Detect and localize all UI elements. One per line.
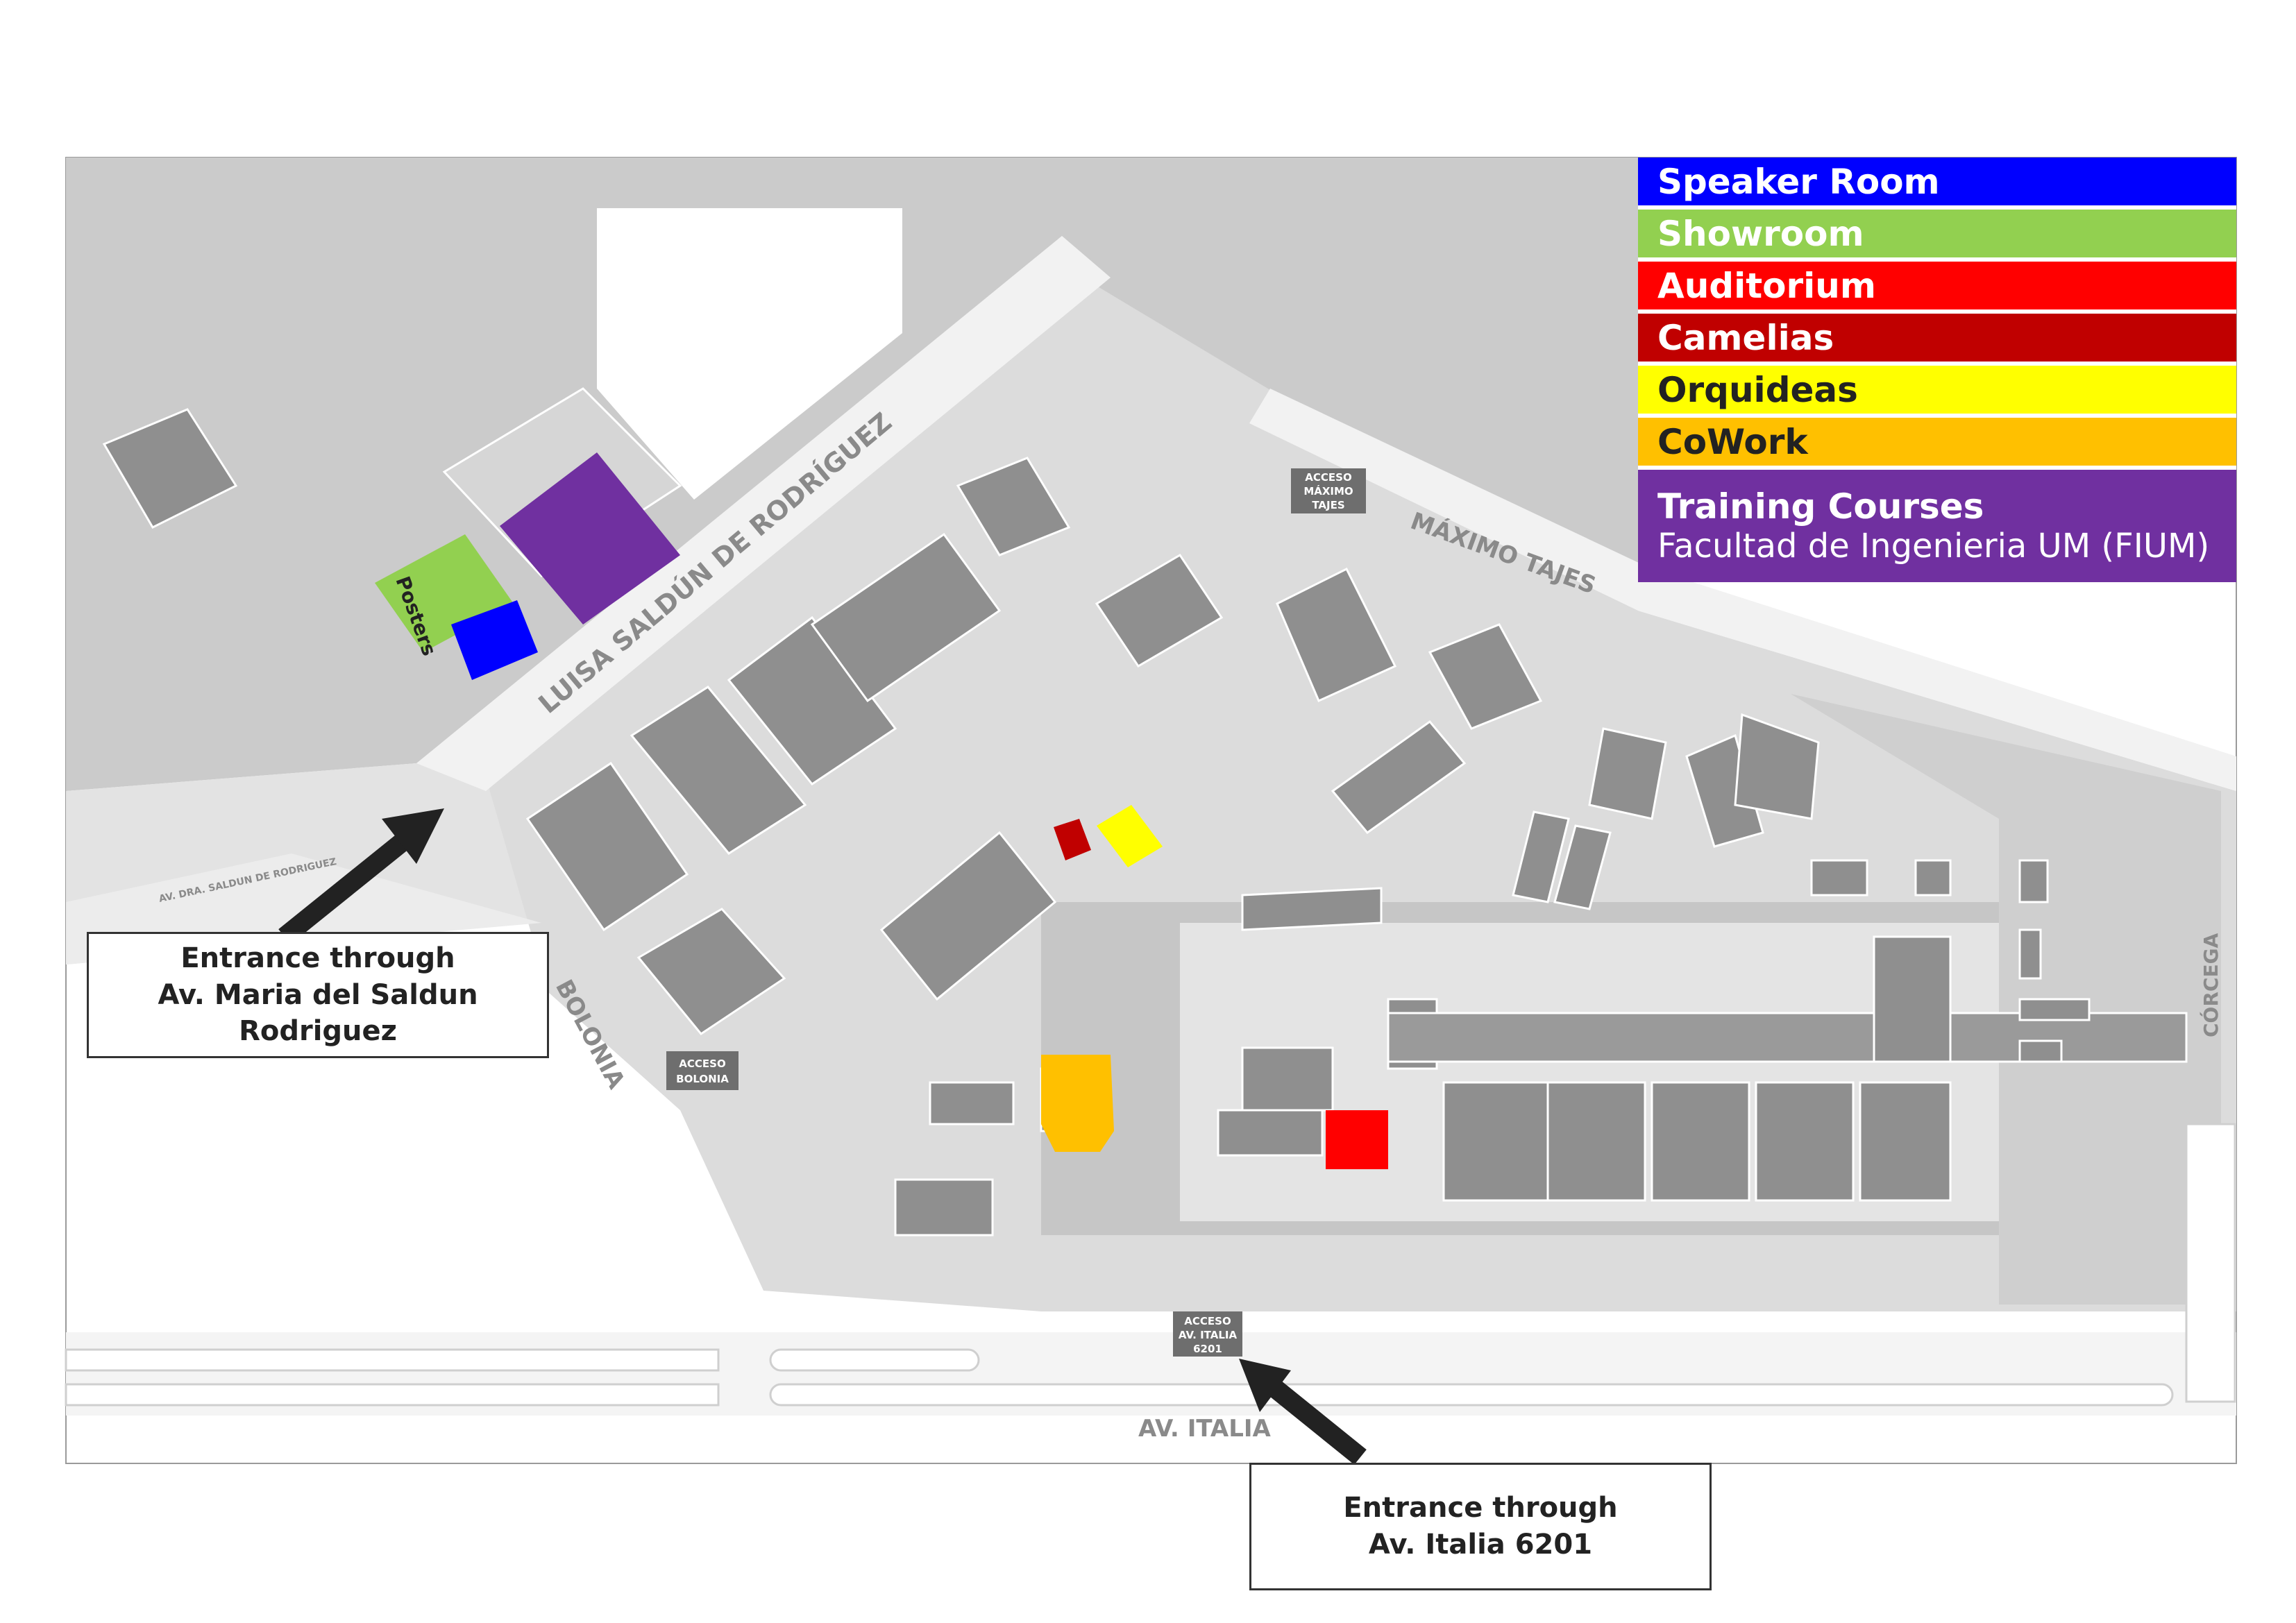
street-italia-label: AV. ITALIA bbox=[1138, 1415, 1272, 1443]
road-luisa bbox=[416, 236, 1111, 791]
access-bolonia-badge: ACCESO BOLONIA bbox=[666, 1051, 738, 1090]
legend: Speaker Room Showroom Auditorium Camelia… bbox=[1638, 158, 2236, 582]
legend-label: Auditorium bbox=[1657, 265, 1876, 306]
arrow-south-entrance bbox=[1239, 1359, 1367, 1465]
callout-line2: Av. Maria del Saldun Rodriguez bbox=[158, 978, 478, 1048]
orquideas-area bbox=[1097, 805, 1163, 867]
callout-line1: Entrance through bbox=[180, 942, 455, 974]
legend-showroom: Showroom bbox=[1638, 210, 2236, 262]
callout-line1: Entrance through bbox=[1343, 1492, 1618, 1524]
street-corcega-label: CÓRCEGA bbox=[2199, 933, 2222, 1037]
legend-label: CoWork bbox=[1657, 421, 1808, 462]
camelias-area bbox=[1054, 819, 1091, 860]
legend-camelias: Camelias bbox=[1638, 314, 2236, 366]
legend-label: Speaker Room bbox=[1657, 161, 1940, 202]
svg-text:AV. ITALIA: AV. ITALIA bbox=[1179, 1329, 1238, 1341]
svg-text:ACCESO: ACCESO bbox=[1305, 471, 1351, 484]
speaker-room-area bbox=[451, 600, 538, 680]
legend-label: Showroom bbox=[1657, 213, 1864, 254]
legend-label: Training Courses bbox=[1657, 486, 1984, 527]
svg-text:6201: 6201 bbox=[1193, 1343, 1222, 1355]
svg-text:ACCESO: ACCESO bbox=[679, 1057, 725, 1070]
legend-sublabel: Facultad de Ingenieria UM (FIUM) bbox=[1657, 527, 2210, 566]
west-entrance-callout: Entrance through Av. Maria del Saldun Ro… bbox=[87, 932, 549, 1058]
legend-training-courses: Training Courses Facultad de Ingenieria … bbox=[1638, 470, 2236, 582]
road-maximo bbox=[1249, 389, 2236, 791]
legend-label: Orquideas bbox=[1657, 369, 1858, 410]
legend-cowork: CoWork bbox=[1638, 418, 2236, 470]
legend-label: Camelias bbox=[1657, 317, 1834, 358]
legend-speaker-room: Speaker Room bbox=[1638, 158, 2236, 210]
legend-auditorium: Auditorium bbox=[1638, 262, 2236, 314]
cowork-area bbox=[1041, 1055, 1114, 1152]
showroom-area bbox=[375, 534, 514, 652]
legend-orquideas: Orquideas bbox=[1638, 366, 2236, 418]
south-entrance-callout: Entrance through Av. Italia 6201 bbox=[1249, 1463, 1712, 1590]
svg-text:BOLONIA: BOLONIA bbox=[676, 1073, 729, 1085]
callout-line2: Av. Italia 6201 bbox=[1368, 1529, 1593, 1561]
buildings bbox=[102, 408, 2188, 1237]
svg-text:MÁXIMO: MÁXIMO bbox=[1303, 484, 1353, 498]
arrow-west-entrance bbox=[278, 808, 444, 944]
svg-text:ACCESO: ACCESO bbox=[1184, 1315, 1231, 1327]
svg-text:TAJES: TAJES bbox=[1312, 499, 1344, 511]
auditorium-area bbox=[1326, 1110, 1388, 1169]
access-maximo-badge: ACCESO MÁXIMO TAJES bbox=[1291, 468, 1366, 513]
access-italia-badge: ACCESO AV. ITALIA 6201 bbox=[1173, 1311, 1242, 1357]
training-courses-area bbox=[500, 452, 680, 624]
